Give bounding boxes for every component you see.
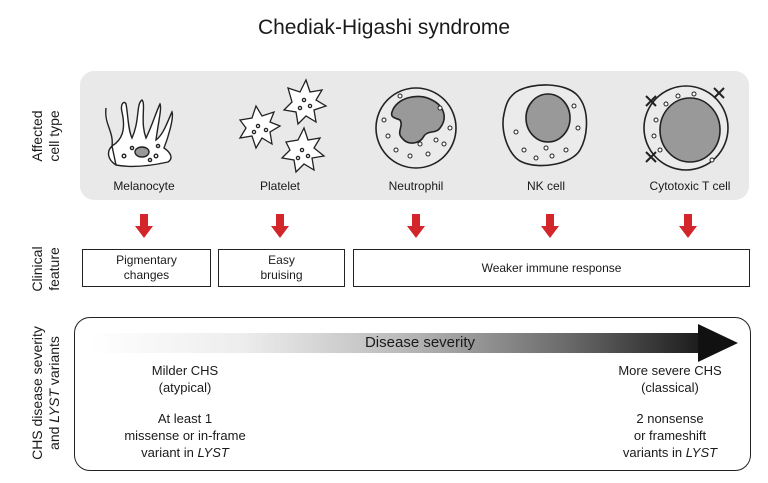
severity-panel (74, 317, 751, 471)
down-arrow-icon (679, 214, 697, 238)
milder-chs-title: Milder CHS(atypical) (151, 363, 219, 395)
platelet-icon (238, 78, 328, 174)
cell-label-melanocyte: Melanocyte (113, 179, 175, 193)
down-arrow-icon (271, 214, 289, 238)
cell-label-neutrophil: Neutrophil (388, 179, 444, 193)
melanocyte-icon (105, 99, 174, 168)
severity-label: Disease severity (364, 334, 476, 351)
severe-chs-title: More severe CHS(classical) (618, 363, 722, 395)
down-arrow-icon (407, 214, 425, 238)
down-arrow-icon (135, 214, 153, 238)
cell-label-cytotoxic-t-cell: Cytotoxic T cell (649, 179, 731, 193)
severity-arrow-head (698, 324, 738, 362)
figure-title: Chediak-Higashi syndrome (257, 16, 511, 39)
neutrophil-icon (375, 87, 457, 169)
down-arrow-icon (541, 214, 559, 238)
cell-label-platelet: Platelet (259, 179, 301, 193)
nk-cell-icon (502, 84, 588, 167)
cytotoxic-t-cell-icon (643, 85, 729, 171)
feature-box-immune: Weaker immune response (353, 249, 750, 287)
severity-gradient-bar (90, 333, 700, 353)
cell-label-nk-cell: NK cell (526, 179, 565, 193)
